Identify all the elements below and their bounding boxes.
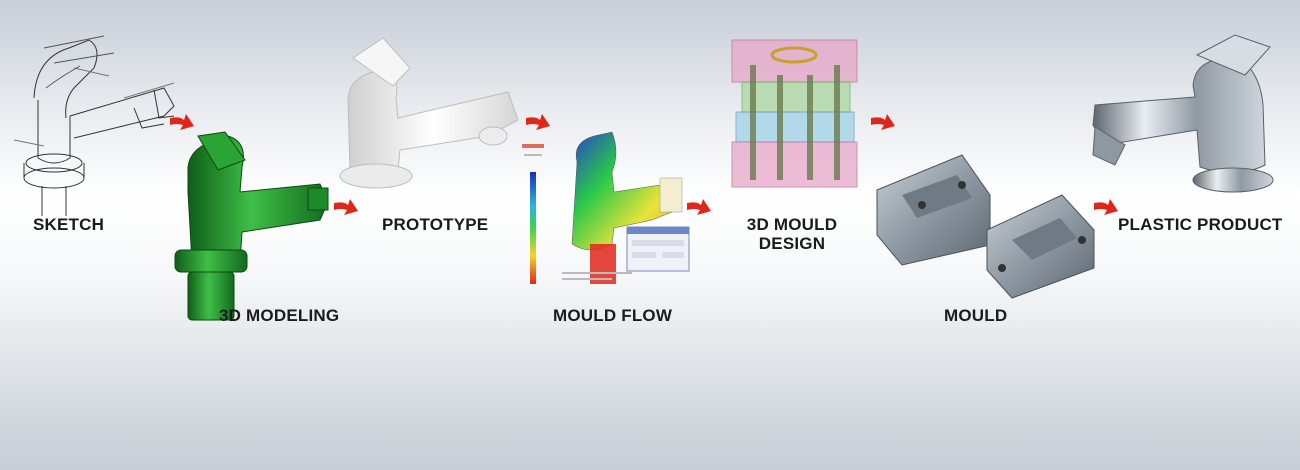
step-label-3d-mould-design-line1: 3D MOULD (746, 215, 838, 234)
arrow-right-icon (526, 114, 550, 130)
step-label-3d-mould-design-line2: DESIGN (758, 234, 826, 253)
step-label-3d-modeling: 3D MODELING (219, 306, 340, 325)
arrow-right-icon (687, 199, 711, 215)
arrow-right-icon (1094, 199, 1118, 215)
arrow-right-icon (170, 114, 194, 130)
step-label-mould-flow: MOULD FLOW (553, 306, 673, 325)
mould-assembly-icon (731, 39, 858, 188)
faucet-sketch-icon (13, 35, 175, 216)
step-label-plastic-product: PLASTIC PRODUCT (1118, 215, 1283, 234)
arrow-right-icon (334, 199, 358, 215)
mould-flow-simulation-icon (522, 131, 690, 284)
step-label-sketch: SKETCH (33, 215, 105, 234)
faucet-white-icon (339, 37, 519, 189)
faucet-chrome-icon (1092, 34, 1274, 193)
faucet-green-icon (174, 131, 329, 321)
mould-halves-icon (876, 154, 1095, 299)
arrow-right-icon (871, 114, 895, 130)
step-label-mould: MOULD (944, 306, 1008, 325)
step-label-3d-mould-design: 3D MOULD DESIGN (742, 215, 842, 253)
step-label-prototype: PROTOTYPE (382, 215, 489, 234)
